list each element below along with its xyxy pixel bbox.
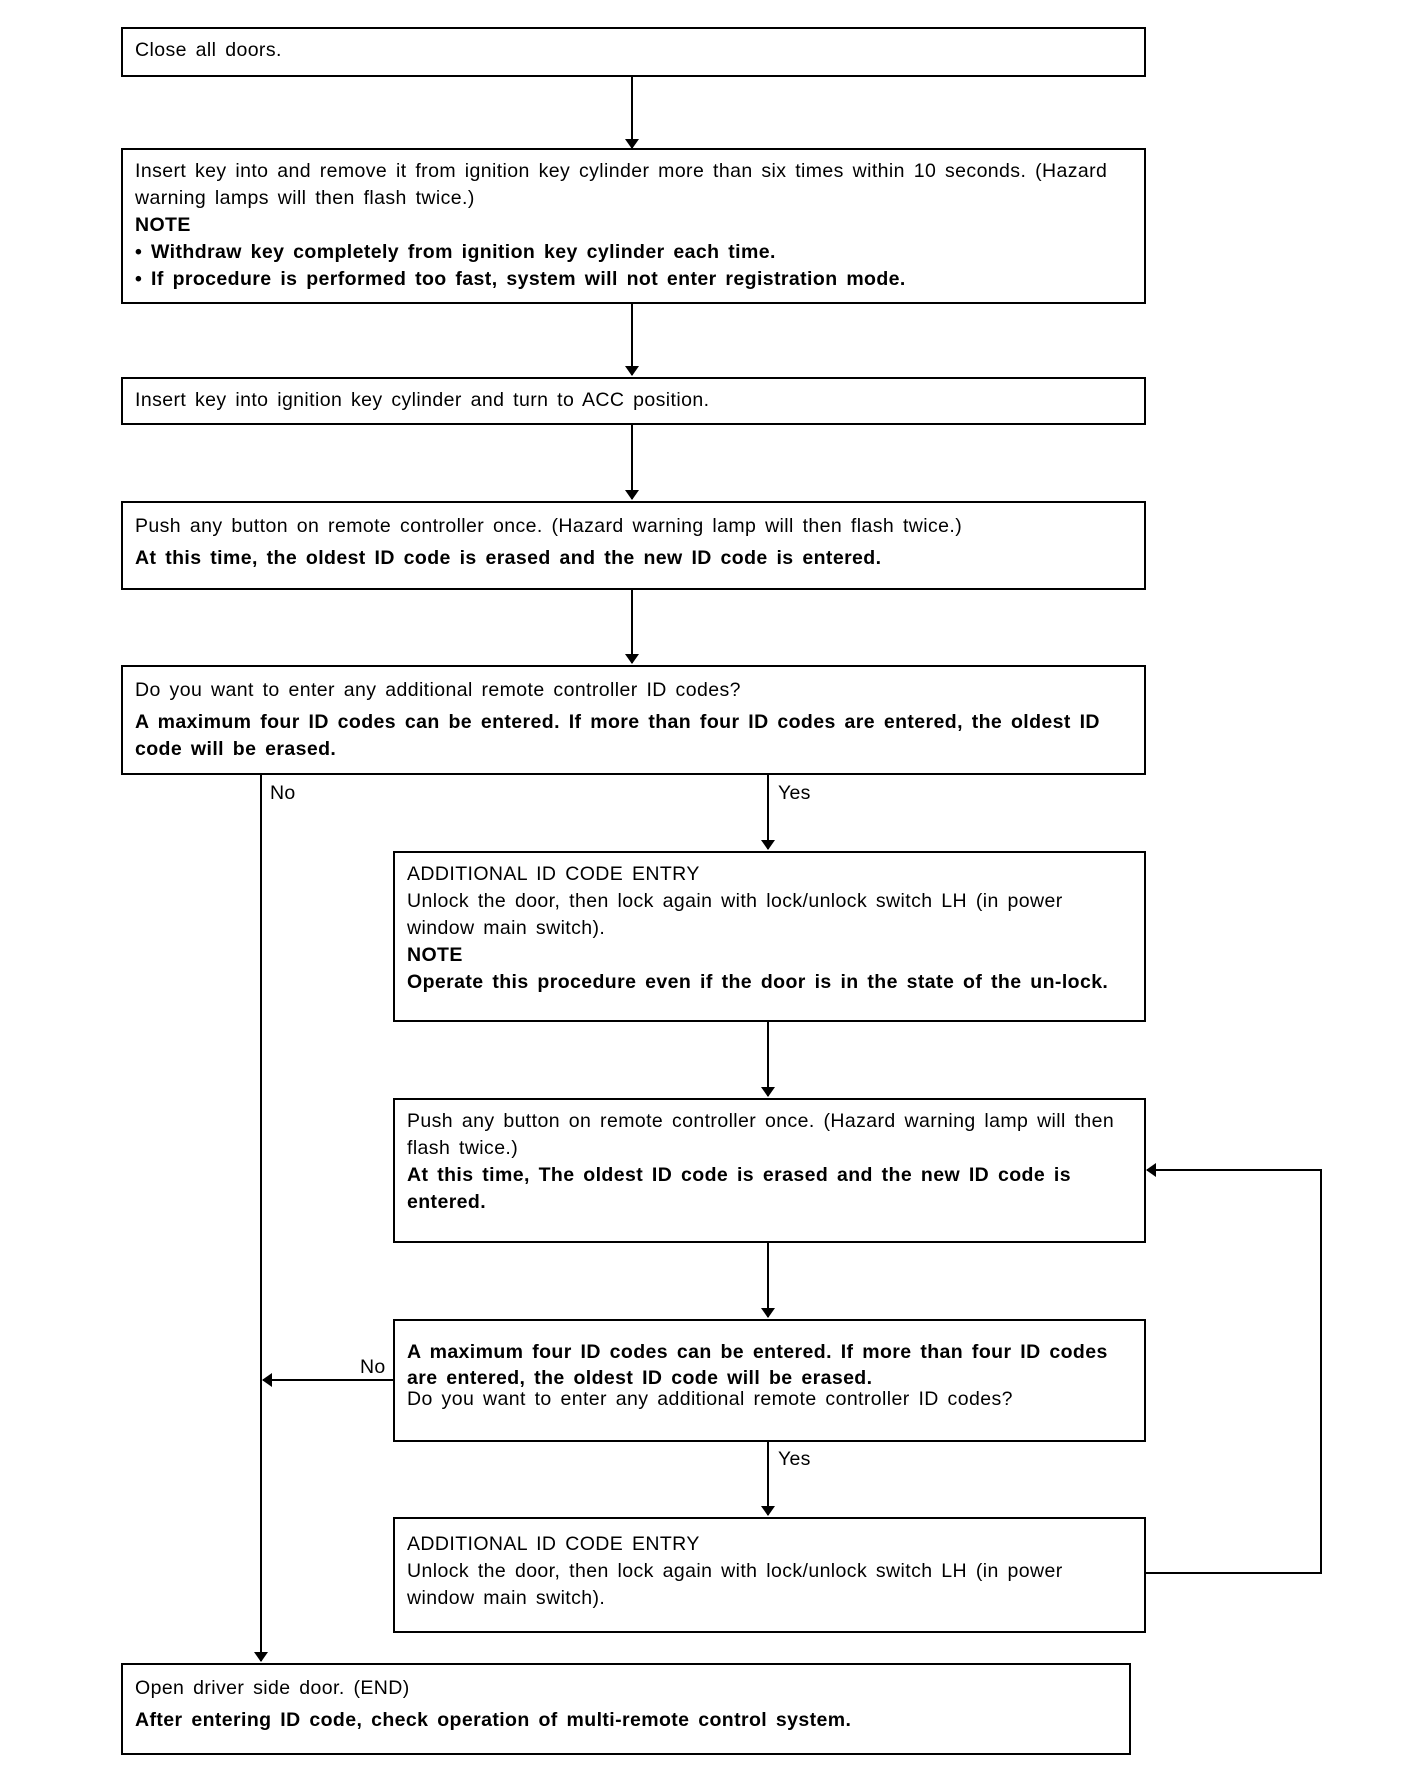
decision-2-max-codes-text: A maximum four ID codes can be entered. … [407,1341,1108,1389]
step-close-doors-text: Close all doors. [135,39,282,61]
entry-text: Unlock the door, then lock again with lo… [407,890,1063,939]
entry-title: ADDITIONAL ID CODE ENTRY [407,863,700,885]
step-push-button-2-bold: At this time, The oldest ID code is eras… [407,1164,1071,1213]
entry-note-text: Operate this procedure even if the door … [407,971,1109,993]
step-end: Open driver side door. (END) After enter… [121,1663,1131,1755]
step-additional-entry-1: ADDITIONAL ID CODE ENTRY Unlock the door… [393,851,1146,1022]
branch-no-label-2: No [360,1356,386,1378]
step-close-doors: Close all doors. [121,27,1146,77]
branch-yes-label: Yes [778,782,811,804]
decision-max-codes-text: A maximum four ID codes can be entered. … [135,711,1100,760]
decision-additional-codes: Do you want to enter any additional remo… [121,665,1146,775]
branch-yes-label-2: Yes [778,1448,811,1470]
branch-no-label: No [270,782,296,804]
step-acc-position: Insert key into ignition key cylinder an… [121,377,1146,425]
step-push-button: Push any button on remote controller onc… [121,501,1146,590]
step-acc-position-text: Insert key into ignition key cylinder an… [135,389,710,411]
note-list: Withdraw key completely from ignition ke… [135,239,1132,293]
step-insert-remove-text: Insert key into and remove it from ignit… [135,160,1108,209]
step-push-button-bold: At this time, the oldest ID code is eras… [135,547,882,569]
step-push-button-text: Push any button on remote controller onc… [135,515,963,537]
step-end-text: Open driver side door. (END) [135,1677,410,1699]
entry-2-title: ADDITIONAL ID CODE ENTRY [407,1533,700,1555]
step-additional-entry-2: ADDITIONAL ID CODE ENTRY Unlock the door… [393,1517,1146,1633]
decision-2-question-text: Do you want to enter any additional remo… [407,1388,1013,1410]
step-push-button-2: Push any button on remote controller onc… [393,1098,1146,1243]
note-item: If procedure is performed too fast, syst… [135,266,1132,293]
step-insert-remove-key: Insert key into and remove it from ignit… [121,148,1146,304]
step-end-bold: After entering ID code, check operation … [135,1709,852,1731]
entry-2-text: Unlock the door, then lock again with lo… [407,1560,1063,1609]
note-label: NOTE [135,214,191,236]
decision-question-text: Do you want to enter any additional remo… [135,679,741,701]
loop-back-connector [1144,1163,1322,1574]
note-item: Withdraw key completely from ignition ke… [135,239,1132,266]
decision-additional-codes-2: A maximum four ID codes can be entered. … [393,1319,1146,1442]
step-push-button-2-text: Push any button on remote controller onc… [407,1110,1115,1159]
entry-note-label: NOTE [407,944,463,966]
